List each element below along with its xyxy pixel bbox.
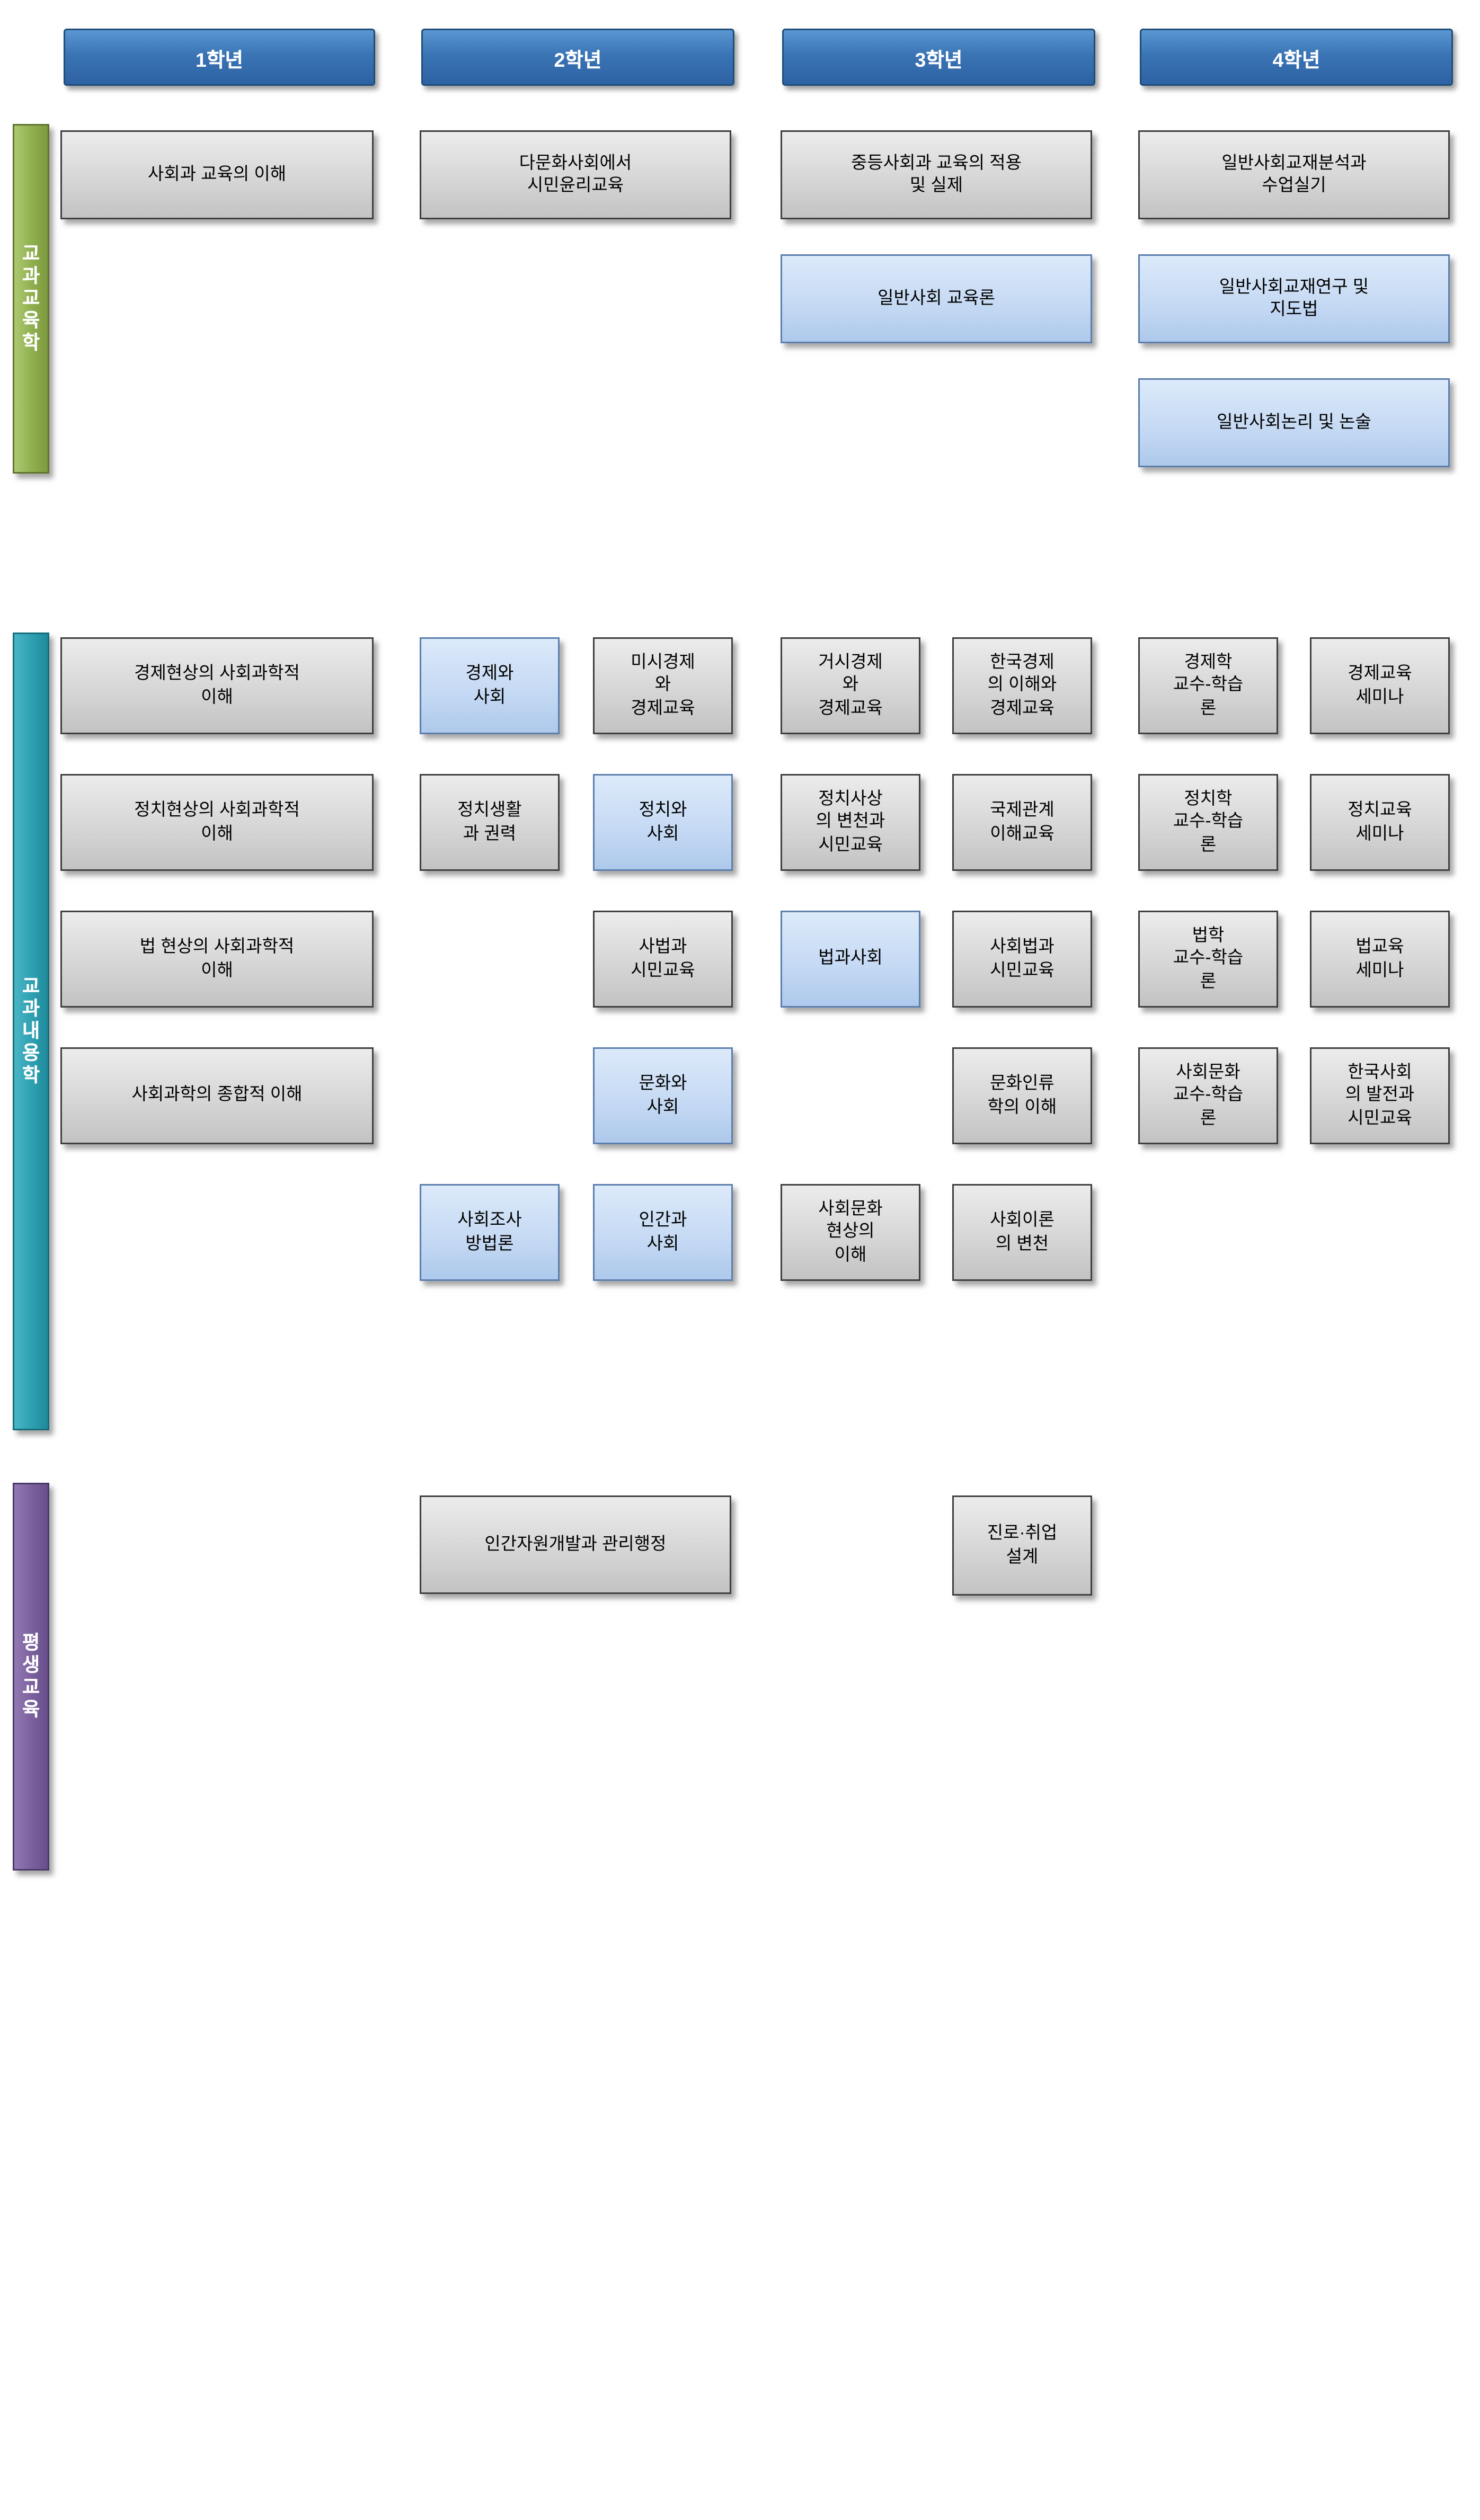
course-box: 정치학 교수-학습 론 bbox=[1138, 774, 1278, 871]
course-box: 국제관계 이해교육 bbox=[952, 774, 1092, 871]
course-box: 일반사회교재연구 및 지도법 bbox=[1138, 254, 1450, 343]
course-box: 경제현상의 사회과학적 이해 bbox=[60, 637, 374, 734]
course-box: 사회이론 의 변천 bbox=[952, 1184, 1092, 1281]
course-box: 미시경제 와 경제교육 bbox=[593, 637, 733, 734]
course-box: 법과사회 bbox=[781, 911, 920, 1008]
course-box: 사법과 시민교육 bbox=[593, 911, 733, 1008]
course-box: 사회법과 시민교육 bbox=[952, 911, 1092, 1008]
course-box: 사회과학의 종합적 이해 bbox=[60, 1047, 374, 1144]
course-box: 정치와 사회 bbox=[593, 774, 733, 871]
course-box: 인간과 사회 bbox=[593, 1184, 733, 1281]
section-bar-pedagogy: 교과교육학 bbox=[13, 124, 49, 474]
course-box: 법 현상의 사회과학적 이해 bbox=[60, 911, 374, 1008]
course-box: 문화와 사회 bbox=[593, 1047, 733, 1144]
course-box: 일반사회 교육론 bbox=[781, 254, 1092, 343]
course-box: 정치교육 세미나 bbox=[1310, 774, 1450, 871]
course-box: 한국경제 의 이해와 경제교육 bbox=[952, 637, 1092, 734]
course-box: 일반사회교재분석과 수업실기 bbox=[1138, 130, 1450, 219]
course-box: 진로·취업 설계 bbox=[952, 1495, 1092, 1596]
course-box: 사회조사 방법론 bbox=[420, 1184, 560, 1281]
course-box: 경제학 교수-학습 론 bbox=[1138, 637, 1278, 734]
course-box: 인간자원개발과 관리행정 bbox=[420, 1495, 731, 1594]
section-bar-content: 교과내용학 bbox=[13, 633, 49, 1430]
year-header-4: 4학년 bbox=[1140, 29, 1453, 86]
course-box: 정치현상의 사회과학적 이해 bbox=[60, 774, 374, 871]
course-box: 중등사회과 교육의 적용 및 실제 bbox=[781, 130, 1092, 219]
course-box: 법학 교수-학습 론 bbox=[1138, 911, 1278, 1008]
course-box: 문화인류 학의 이해 bbox=[952, 1047, 1092, 1144]
year-header-2: 2학년 bbox=[421, 29, 734, 86]
year-header-3: 3학년 bbox=[782, 29, 1095, 86]
section-bar-lifelong: 평생교육 bbox=[13, 1483, 49, 1871]
course-box: 사회과 교육의 이해 bbox=[60, 130, 374, 219]
course-box: 사회문화 교수-학습 론 bbox=[1138, 1047, 1278, 1144]
course-box: 거시경제 와 경제교육 bbox=[781, 637, 920, 734]
year-header-1: 1학년 bbox=[64, 29, 375, 86]
course-box: 한국사회 의 발전과 시민교육 bbox=[1310, 1047, 1450, 1144]
course-box: 경제와 사회 bbox=[420, 637, 560, 734]
course-box: 사회문화 현상의 이해 bbox=[781, 1184, 920, 1281]
course-box: 정치사상 의 변천과 시민교육 bbox=[781, 774, 920, 871]
course-box: 다문화사회에서 시민윤리교육 bbox=[420, 130, 731, 219]
course-box: 정치생활 과 권력 bbox=[420, 774, 560, 871]
course-box: 경제교육 세미나 bbox=[1310, 637, 1450, 734]
course-box: 법교육 세미나 bbox=[1310, 911, 1450, 1008]
course-box: 일반사회논리 및 논술 bbox=[1138, 378, 1450, 467]
